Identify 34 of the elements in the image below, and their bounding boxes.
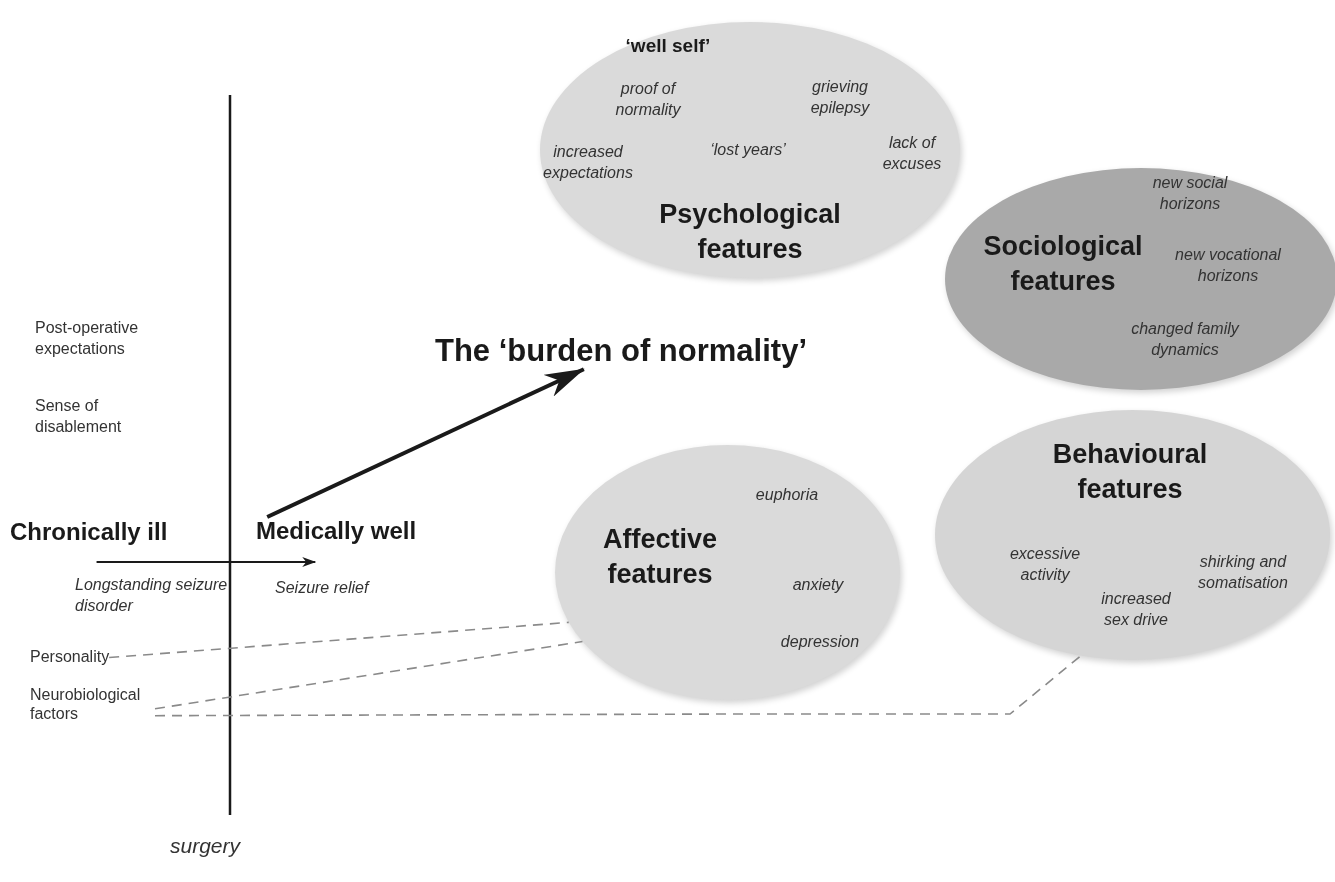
feature-text: ‘well self’ bbox=[624, 33, 712, 58]
category-heading: Sociological features bbox=[982, 229, 1144, 298]
axis-label: surgery bbox=[170, 833, 242, 859]
feature-text: changed family dynamics bbox=[1130, 319, 1241, 360]
feature-text: new social horizons bbox=[1151, 173, 1229, 214]
feature-text: depression bbox=[779, 631, 861, 652]
dashed-line bbox=[154, 640, 584, 710]
feature-text: anxiety bbox=[791, 574, 845, 595]
dashed-line bbox=[154, 654, 1082, 717]
heading-text: The ‘burden of normality’ bbox=[435, 332, 807, 370]
factor-label: Neurobiological factors bbox=[30, 685, 142, 724]
feature-text: increased expectations bbox=[542, 142, 634, 183]
category-heading: Psychological features bbox=[658, 197, 842, 266]
state-label: Chronically ill bbox=[10, 518, 168, 547]
feature-text: ‘lost years’ bbox=[709, 139, 787, 160]
caption-text: Longstanding seizure disorder bbox=[75, 575, 229, 616]
dashed-line bbox=[108, 621, 570, 659]
note-text: Sense of disablement bbox=[35, 396, 123, 437]
category-heading: Affective features bbox=[601, 522, 718, 591]
factor-label: Personality bbox=[30, 647, 110, 667]
arrow bbox=[266, 367, 585, 519]
note-text: Post-operative expectations bbox=[35, 318, 140, 359]
arrow bbox=[95, 557, 317, 567]
feature-text: euphoria bbox=[754, 484, 820, 505]
feature-text: proof of normality bbox=[614, 79, 682, 120]
feature-text: excessive activity bbox=[1008, 544, 1082, 585]
feature-text: increased sex drive bbox=[1100, 589, 1172, 630]
feature-text: shirking and somatisation bbox=[1197, 552, 1289, 593]
feature-text: grieving epilepsy bbox=[809, 77, 871, 118]
state-label: Medically well bbox=[256, 517, 417, 546]
feature-text: new vocational horizons bbox=[1174, 245, 1282, 286]
category-heading: Behavioural features bbox=[1051, 437, 1209, 506]
feature-text: lack of excuses bbox=[881, 133, 943, 174]
caption-text: Seizure relief bbox=[275, 578, 371, 598]
